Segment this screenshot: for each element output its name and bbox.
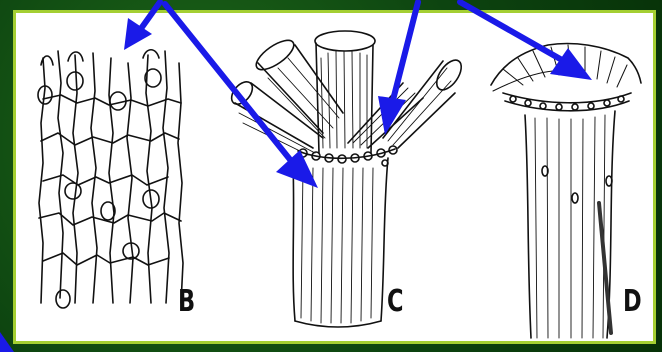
botanical-drawing: B (16, 13, 656, 344)
label-b: B (178, 284, 195, 319)
figure-d-tapered-stem (491, 44, 641, 338)
illustration-panel: B (13, 10, 656, 344)
label-d: D (623, 284, 642, 319)
figure-b-cell-network (38, 50, 183, 308)
arrow-fragment-bottom-left (0, 332, 14, 352)
label-c: C (387, 284, 404, 319)
figure-c-branching-stem (228, 31, 467, 327)
